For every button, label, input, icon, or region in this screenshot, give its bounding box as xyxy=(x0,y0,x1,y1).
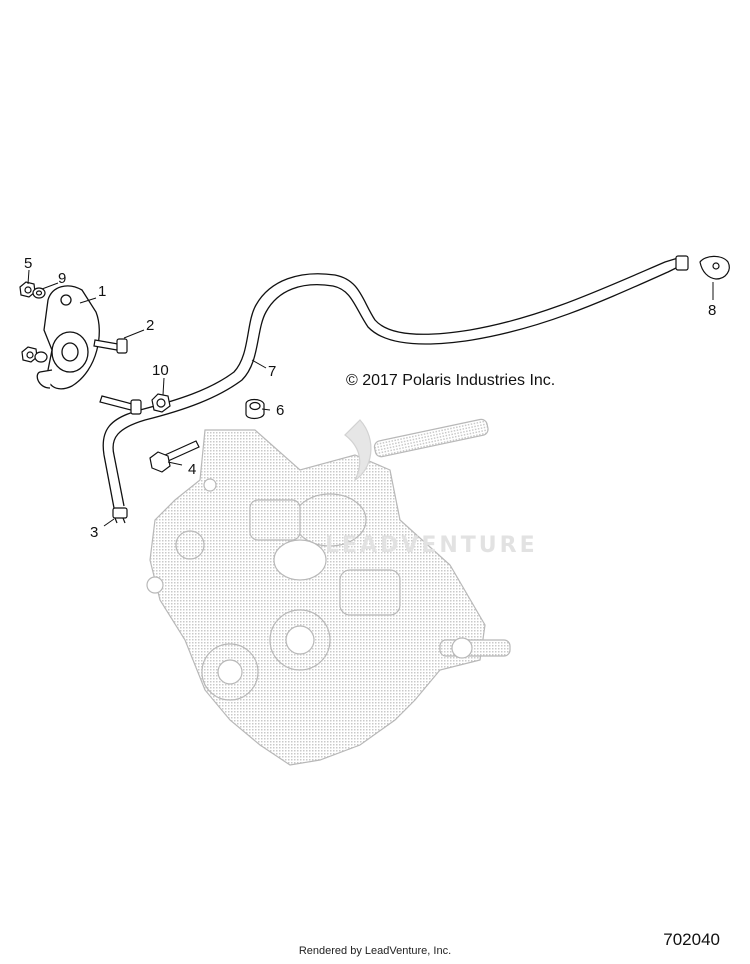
callout-6: 6 xyxy=(276,402,284,419)
callout-2: 2 xyxy=(146,317,154,334)
callout-10: 10 xyxy=(152,362,169,379)
callout-7: 7 xyxy=(268,363,276,380)
callout-9: 9 xyxy=(58,270,66,287)
callout-4: 4 xyxy=(188,461,196,478)
part-1-speed-sensor xyxy=(36,285,100,390)
bolt-long xyxy=(99,395,142,415)
part-9-washer xyxy=(32,287,46,299)
part-2-bolt xyxy=(93,338,128,354)
part-6-grommet xyxy=(245,398,265,420)
callout-3: 3 xyxy=(90,524,98,541)
nut-washer-lower xyxy=(21,346,48,363)
callout-8: 8 xyxy=(708,302,716,319)
rendered-by-footer: Rendered by LeadVenture, Inc. xyxy=(298,945,452,957)
transmission-background-illustration xyxy=(146,418,511,766)
copyright-notice: © 2017 Polaris Industries Inc. xyxy=(346,372,556,389)
callout-1: 1 xyxy=(98,283,106,300)
part-8-hose-fitting xyxy=(675,255,730,280)
part-3-hose-clamp xyxy=(112,507,128,524)
callout-5: 5 xyxy=(24,255,32,272)
diagram-id: 702040 xyxy=(663,930,720,949)
callout-leader-lines xyxy=(27,269,714,527)
part-10-clip xyxy=(151,393,171,413)
part-4-flange-bolt xyxy=(149,440,200,473)
leadventure-watermark: LEADVENTURE xyxy=(325,533,538,558)
